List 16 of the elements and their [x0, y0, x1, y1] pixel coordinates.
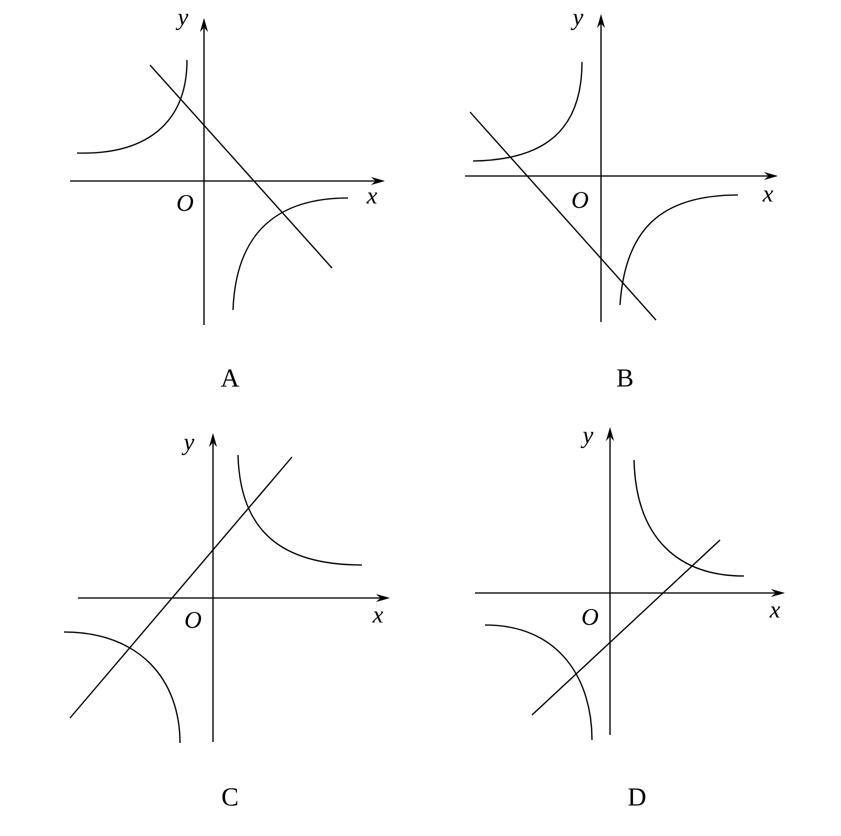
- option-label: A: [220, 369, 240, 387]
- option-label: B: [617, 369, 632, 387]
- origin-label: O: [582, 608, 598, 626]
- x-axis-label: x: [769, 606, 780, 618]
- y-axis-label: y: [176, 14, 188, 30]
- origin-label: O: [572, 192, 588, 208]
- y-axis-label: y: [580, 432, 594, 448]
- option-label: D: [628, 788, 646, 806]
- x-axis-label: x: [762, 190, 774, 202]
- origin-label: O: [186, 612, 202, 628]
- origin-label: O: [178, 194, 194, 212]
- y-axis-label: y: [182, 438, 194, 456]
- option-label: C: [222, 788, 238, 806]
- x-axis-label: x: [372, 612, 384, 623]
- y-axis-label: y: [570, 14, 584, 30]
- x-axis-label: x: [366, 192, 378, 204]
